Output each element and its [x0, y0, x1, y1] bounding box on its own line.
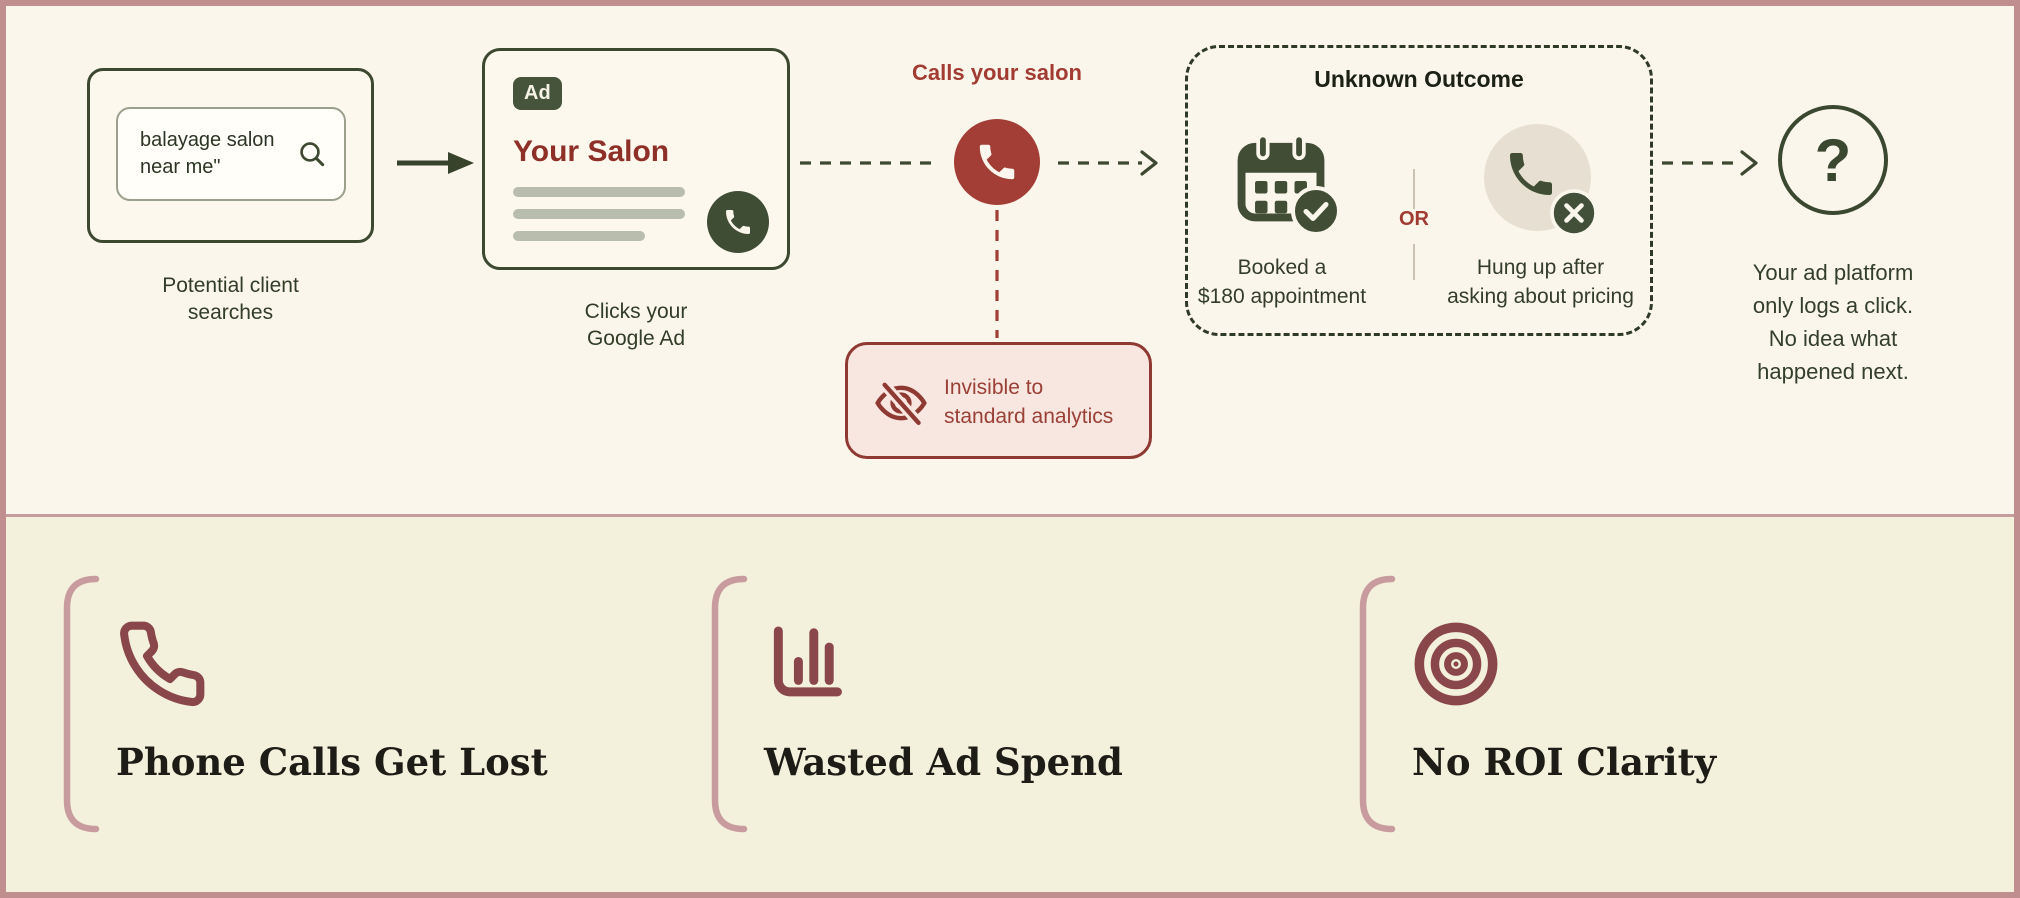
hungup-caption: Hung up after asking about pricing — [1428, 253, 1653, 311]
google-ad-card: Ad Your Salon — [482, 48, 790, 270]
call-step-label: Calls your salon — [912, 60, 1082, 85]
card-left-bracket — [1359, 575, 1396, 833]
ad-step-caption: Clicks your Google Ad — [482, 298, 790, 352]
arrow-right-icon — [397, 152, 474, 174]
caption-line: Booked a — [1237, 256, 1327, 279]
invisible-note-text: Invisible to standard analytics — [944, 373, 1113, 431]
phone-icon — [120, 621, 205, 707]
dashed-drop-line — [995, 210, 999, 338]
caption-line: Hung up after — [1476, 256, 1605, 279]
or-divider-top — [1413, 169, 1415, 209]
problem-title: No ROI Clarity — [1412, 740, 1717, 784]
phone-icon — [726, 210, 750, 234]
caption-line: asking about pricing — [1447, 285, 1634, 308]
search-query-line1: balayage salon — [140, 129, 275, 151]
note-line: Invisible to — [944, 376, 1044, 399]
search-step-caption: Potential client searches — [87, 272, 374, 326]
note-line: standard analytics — [944, 405, 1114, 428]
bar-chart-icon — [773, 626, 842, 697]
caption-line: Google Ad — [586, 327, 686, 350]
target-icon — [1414, 622, 1498, 706]
invisible-note: Invisible to standard analytics — [845, 342, 1152, 459]
caption-line: No idea what — [1768, 326, 1898, 351]
unknown-outcome-box: Unknown Outcome Booked a $180 appointmen… — [1185, 45, 1653, 336]
problems-band — [0, 514, 2020, 898]
question-caption: Your ad platform only logs a click. No i… — [1710, 256, 1956, 388]
search-step-card: balayage salon near me" — [87, 68, 374, 243]
phone-icon — [979, 144, 1015, 180]
caption-line: happened next. — [1757, 359, 1909, 384]
ad-title: Your Salon — [513, 135, 670, 168]
ad-phone-button — [707, 191, 769, 253]
ad-text-line — [513, 187, 685, 197]
problem-title: Wasted Ad Spend — [764, 740, 1123, 784]
caption-line: Your ad platform — [1752, 260, 1914, 285]
caption-line: searches — [187, 301, 274, 324]
x-circle-icon — [1550, 189, 1598, 237]
card-left-bracket — [63, 575, 100, 833]
search-query-text: balayage salon near me" — [118, 127, 296, 181]
caption-line: Clicks your — [584, 300, 688, 323]
or-label: OR — [1399, 208, 1429, 230]
dashed-arrow-icon — [1058, 150, 1158, 176]
search-icon — [300, 142, 325, 167]
dashed-connector — [800, 161, 936, 165]
call-circle — [954, 119, 1040, 205]
calendar-check-icon — [1237, 133, 1325, 222]
ad-text-line — [513, 231, 645, 241]
ad-text-line — [513, 209, 685, 219]
search-query-line2: near me" — [140, 156, 221, 178]
ad-badge: Ad — [513, 77, 562, 110]
check-circle-icon — [1291, 186, 1341, 236]
search-input: balayage salon near me" — [116, 107, 346, 201]
card-left-bracket — [711, 575, 748, 833]
or-divider-bottom — [1413, 244, 1415, 280]
problem-title: Phone Calls Get Lost — [116, 740, 548, 784]
caption-line: Potential client — [162, 274, 299, 297]
phone-icon — [1509, 152, 1552, 195]
booked-caption: Booked a $180 appointment — [1188, 253, 1376, 311]
question-circle: ? — [1778, 105, 1888, 215]
caption-line: only logs a click. — [1752, 293, 1914, 318]
eye-off-icon — [875, 379, 927, 429]
unknown-outcome-title: Unknown Outcome — [1314, 66, 1524, 92]
dashed-arrow-icon — [1662, 150, 1758, 176]
question-mark: ? — [1814, 126, 1852, 194]
caption-line: $180 appointment — [1197, 285, 1367, 308]
